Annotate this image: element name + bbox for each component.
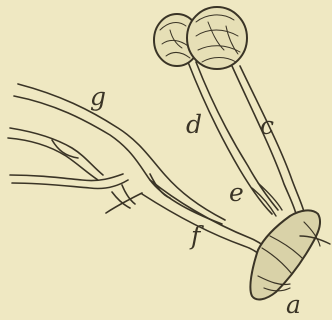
label-g: g <box>90 84 106 109</box>
rounded-tops <box>154 7 247 69</box>
base-a <box>250 210 330 299</box>
label-d: d <box>186 112 202 137</box>
stalk-e <box>252 183 282 216</box>
label-c: c <box>260 113 274 138</box>
label-e: e <box>229 180 244 205</box>
label-a: a <box>286 292 301 317</box>
branch-g <box>8 84 225 224</box>
label-f: f <box>191 223 200 248</box>
